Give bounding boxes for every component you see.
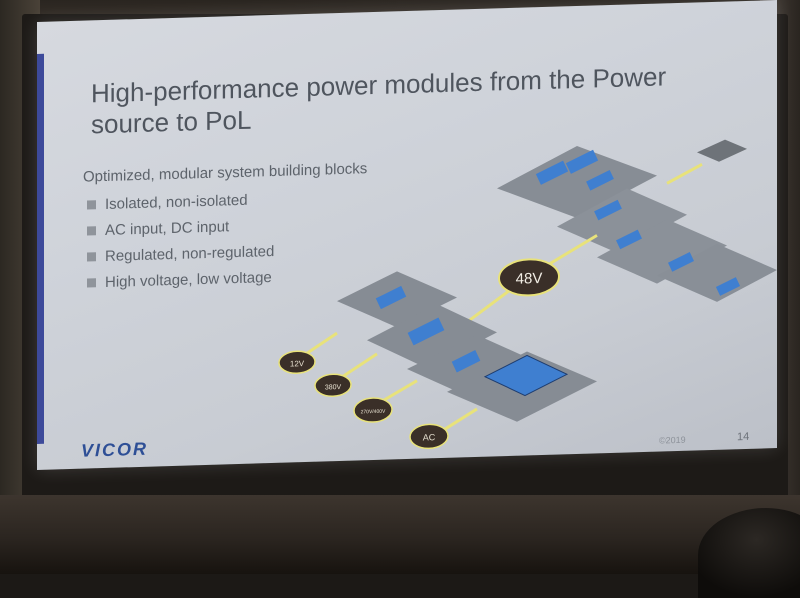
pcb-board xyxy=(367,304,497,369)
connection-line xyxy=(666,162,703,185)
input-node-380v xyxy=(314,373,352,397)
power-module xyxy=(586,169,614,191)
slide-page-number: 14 xyxy=(737,430,750,444)
input-label: AC xyxy=(423,432,436,442)
bullet-list: Isolated, non-isolated AC input, DC inpu… xyxy=(87,189,274,299)
presentation-slide: High-performance power modules from the … xyxy=(37,0,777,470)
power-module xyxy=(451,350,481,373)
input-node-270v xyxy=(353,397,393,423)
input-label: 380V xyxy=(325,384,342,391)
bullet-square-icon xyxy=(87,200,96,210)
input-board-cluster xyxy=(337,271,597,422)
bullet-item: High voltage, low voltage xyxy=(87,267,274,299)
hub-circle xyxy=(498,258,560,297)
bullet-text: High voltage, low voltage xyxy=(105,269,272,291)
bullet-text: AC input, DC input xyxy=(105,218,230,239)
pol-board-cluster xyxy=(497,139,777,302)
input-node-ac xyxy=(409,423,449,450)
power-module xyxy=(616,229,642,250)
pcb-board xyxy=(497,145,657,218)
pcb-board xyxy=(597,219,727,284)
power-module xyxy=(407,317,445,346)
hub-label: 48V xyxy=(516,270,543,288)
input-node-12v xyxy=(278,350,316,375)
bullet-square-icon xyxy=(87,278,96,288)
power-module-large xyxy=(483,354,569,397)
bullet-text: Regulated, non-regulated xyxy=(105,242,275,265)
bullet-square-icon xyxy=(87,226,96,236)
power-module xyxy=(565,149,599,174)
power-module xyxy=(594,199,622,221)
pcb-board xyxy=(557,188,687,253)
bullet-text: Isolated, non-isolated xyxy=(105,191,248,213)
pcb-board xyxy=(657,243,777,302)
copyright-text: ©2019 xyxy=(659,434,686,446)
hub-48v: 48V xyxy=(456,234,598,331)
power-module xyxy=(375,285,407,310)
vicor-logo: VICOR xyxy=(81,438,149,461)
input-label: 12V xyxy=(290,359,305,368)
pol-load-block xyxy=(697,139,747,162)
power-module xyxy=(535,160,569,185)
input-nodes: 12V 380V 270V/400V AC xyxy=(278,331,478,450)
bullet-square-icon xyxy=(87,252,96,262)
power-module-diagram: 48V 12V 380V 270V/400V AC xyxy=(278,139,777,450)
input-label: 270V/400V xyxy=(361,409,386,416)
slide-accent-bar xyxy=(37,53,44,445)
power-module xyxy=(668,252,694,272)
room-floor xyxy=(0,495,800,574)
power-module xyxy=(715,277,741,296)
